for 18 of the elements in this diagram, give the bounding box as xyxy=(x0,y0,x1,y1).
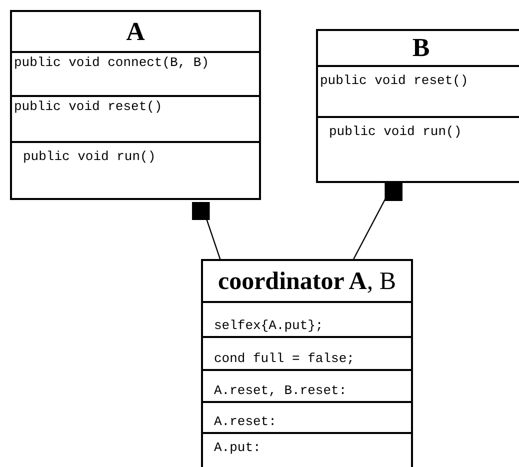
method-text: public void run() xyxy=(23,149,156,166)
class-name: B xyxy=(412,35,430,61)
association-line xyxy=(353,182,403,260)
class-box xyxy=(10,10,261,200)
class-box xyxy=(316,29,519,183)
class-name: coordinator A, B xyxy=(218,268,396,294)
method-text: public void run() xyxy=(329,124,462,140)
method-text: A.put: xyxy=(214,440,261,456)
association-line xyxy=(192,202,221,260)
method-text: public void reset() xyxy=(14,99,162,116)
class-box xyxy=(201,259,413,467)
method-text: selfex{A.put}; xyxy=(214,318,324,334)
class-name: A xyxy=(126,18,145,44)
method-text: A.reset, B.reset: xyxy=(214,382,347,399)
method-text: public void reset() xyxy=(320,73,468,90)
method-text: A.reset: xyxy=(214,414,276,430)
method-text: public void connect(B, B) xyxy=(14,55,210,72)
method-text: cond full = false; xyxy=(214,350,354,367)
